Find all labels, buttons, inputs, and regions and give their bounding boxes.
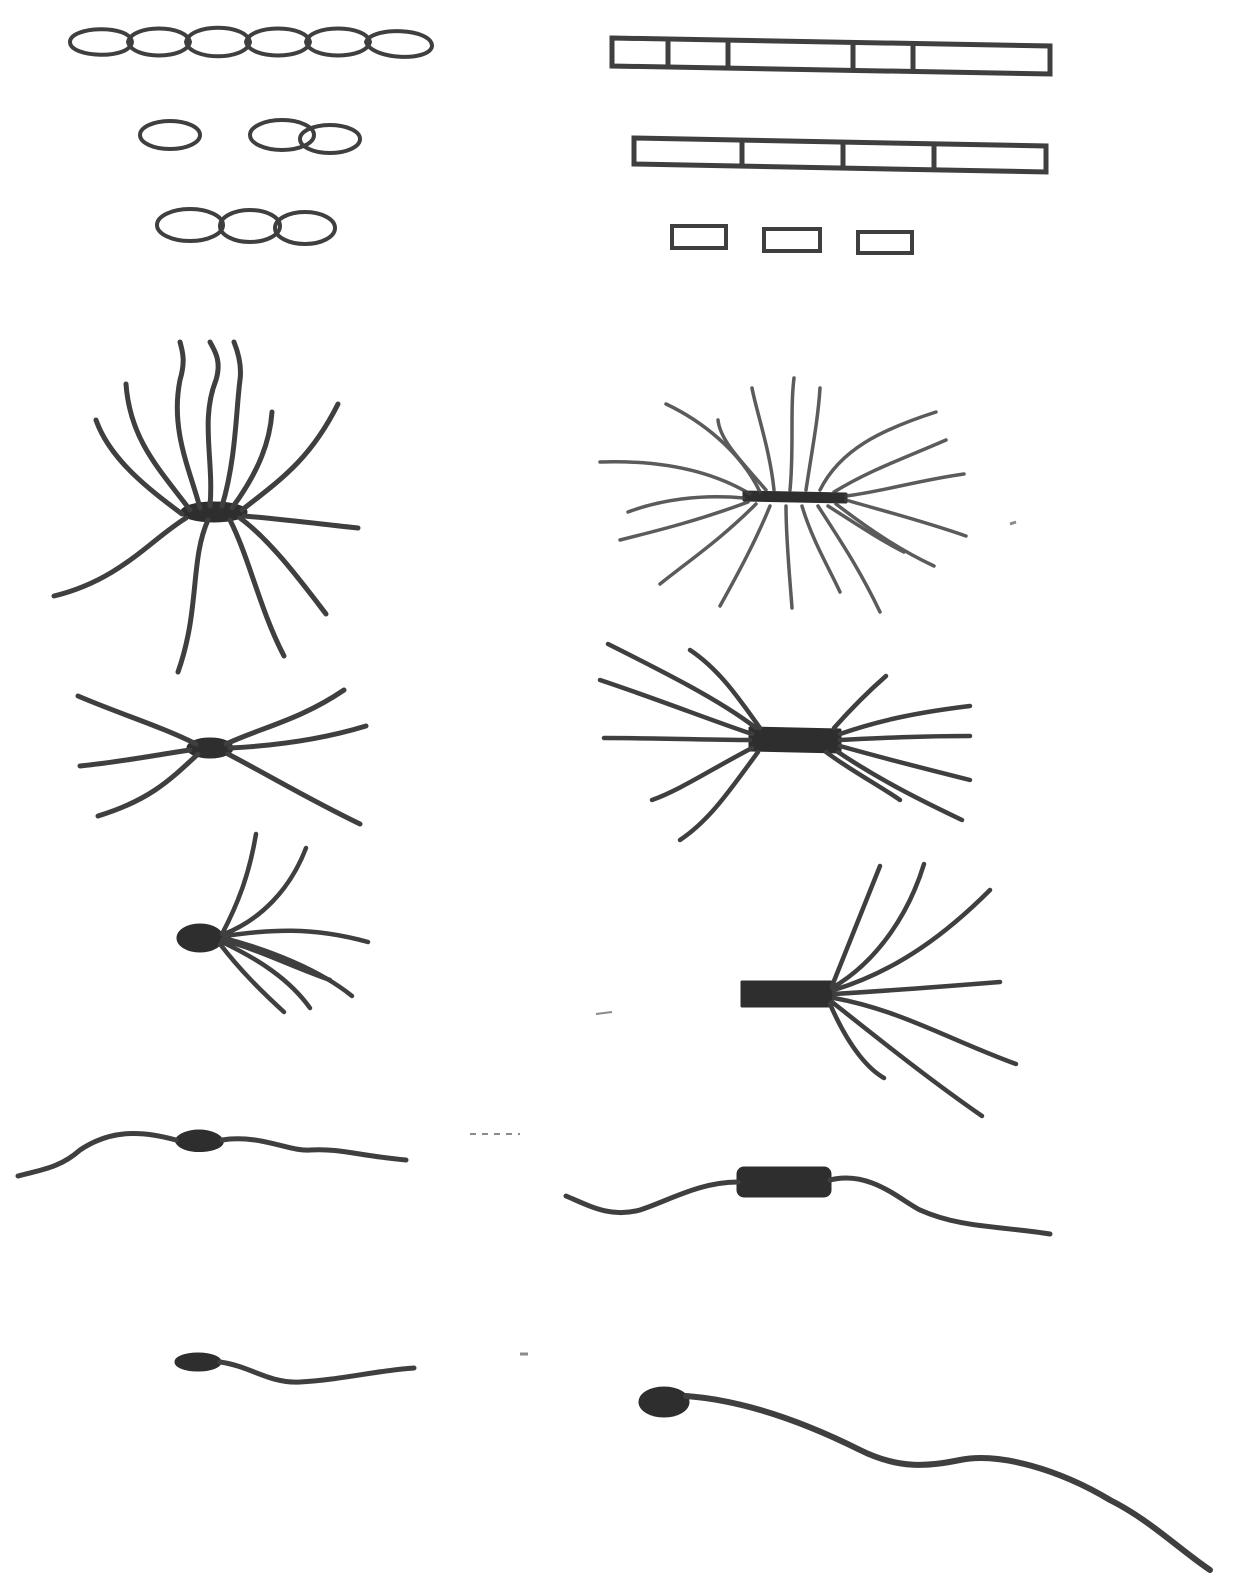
flagellum	[786, 506, 792, 608]
flagellum	[208, 342, 218, 506]
cell-body	[176, 1354, 220, 1370]
flagellum	[752, 388, 774, 490]
flagellum	[830, 1178, 1050, 1234]
monotrichous-large	[640, 1388, 1210, 1570]
flagellum	[177, 342, 200, 508]
peritrichous-rod	[600, 378, 966, 612]
flagellum	[832, 864, 924, 988]
flagellum	[802, 506, 840, 592]
flagellum	[230, 726, 366, 748]
flagellum	[222, 342, 241, 506]
coccus-cell	[128, 29, 190, 56]
flagellum	[240, 518, 326, 614]
flagellum	[228, 754, 360, 824]
rod-chain-outline	[634, 138, 1046, 172]
peritrichous-small	[78, 690, 366, 824]
flagellum	[840, 706, 970, 734]
cell-body	[640, 1388, 688, 1416]
cell-body	[178, 925, 222, 951]
coccus-cell	[220, 210, 280, 242]
coccus-cell	[300, 125, 360, 153]
flagellum	[818, 506, 880, 612]
peritrichous-rod-2	[600, 644, 970, 840]
speck	[596, 1012, 612, 1014]
flagellum	[224, 931, 368, 942]
cell-body	[742, 982, 832, 1006]
flagellum	[608, 644, 756, 728]
flagellum	[830, 1004, 884, 1078]
flagellum	[222, 1139, 406, 1160]
flagellum	[834, 890, 990, 990]
separate-rods	[672, 226, 912, 253]
coccus-cell	[366, 31, 432, 57]
flagellum	[790, 378, 794, 490]
flagellum	[718, 420, 766, 490]
flagellum	[834, 998, 1016, 1064]
peritrichous-coccus	[54, 342, 358, 672]
flagellum	[566, 1182, 738, 1213]
flagellum	[600, 462, 750, 494]
lophotrichous-rod	[742, 864, 1016, 1116]
flagellum	[178, 520, 208, 672]
coccus-cell	[246, 29, 310, 56]
bacillus-long-chain	[612, 38, 1050, 74]
cell-body	[738, 1168, 830, 1196]
flagellum	[80, 750, 190, 766]
diplococcus-pair	[140, 120, 360, 153]
flagellum	[242, 404, 338, 510]
flagellum	[834, 982, 1000, 994]
flagellum	[806, 388, 820, 490]
flagellum	[834, 440, 946, 492]
amphitrichous-rod	[566, 1168, 1050, 1234]
short-cocci-chain	[157, 209, 335, 244]
rod-cell	[858, 232, 912, 253]
flagellum	[230, 520, 284, 656]
flagellum	[78, 696, 196, 744]
flagellum	[834, 676, 886, 728]
rod-cell	[672, 226, 726, 248]
flagellum	[666, 404, 760, 492]
flagellum	[832, 866, 880, 986]
flagellum	[224, 848, 306, 934]
cell-body	[750, 728, 840, 752]
streptococcus-chain	[70, 28, 432, 57]
coccus-cell	[275, 212, 335, 244]
flagellum	[652, 748, 752, 800]
flagellum	[720, 506, 770, 606]
flagellum	[686, 1396, 1210, 1570]
speck	[1010, 522, 1016, 524]
flagellum	[220, 1362, 414, 1382]
lophotrichous-coccus	[178, 834, 368, 1012]
coccus-cell	[186, 28, 250, 57]
rod-cell	[764, 229, 820, 251]
flagellum	[54, 518, 186, 596]
coccus-cell	[157, 209, 223, 241]
coccus-cell	[306, 29, 370, 56]
flagellum	[604, 738, 750, 740]
coccus-cell	[70, 29, 132, 55]
monotrichous-small	[176, 1354, 414, 1382]
amphitrichous-cell	[18, 1131, 406, 1176]
flagellum	[244, 516, 358, 528]
bacillus-chain-2	[634, 138, 1046, 172]
flagellum	[18, 1133, 176, 1176]
coccus-cell	[140, 121, 200, 149]
rod-chain-outline	[612, 38, 1050, 74]
flagellum	[840, 736, 970, 740]
cell-body	[176, 1131, 222, 1151]
